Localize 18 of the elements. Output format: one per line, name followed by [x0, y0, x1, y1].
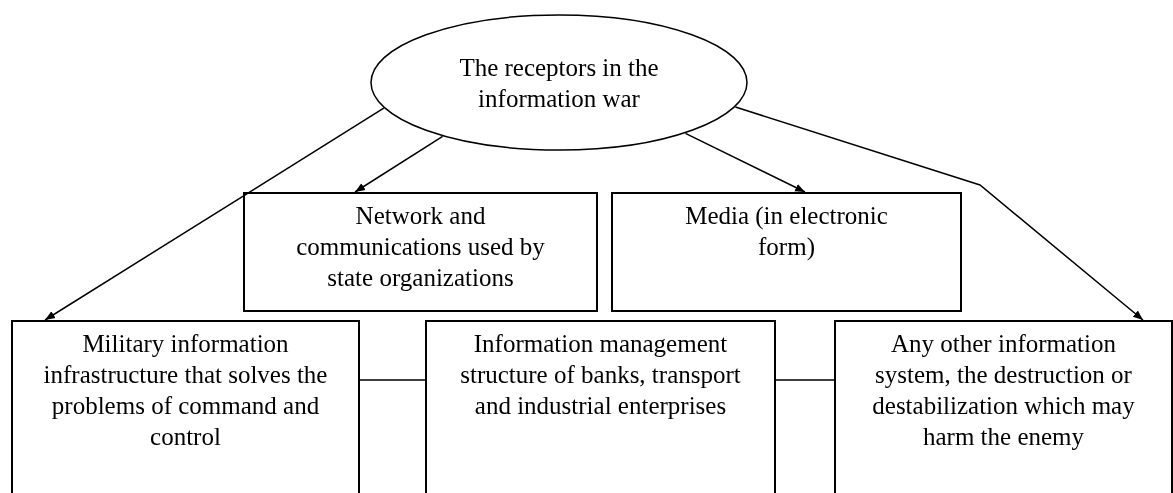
node-text: Information management structure of banks, transport and industrial enterprises	[459, 329, 742, 421]
arrow	[44, 107, 385, 321]
arrow	[734, 106, 1144, 321]
text-box	[834, 320, 1173, 493]
node-text: Network and communications used by state organizations	[295, 201, 546, 293]
text-box	[611, 192, 962, 312]
text-box	[243, 192, 598, 312]
node-text: Media (in electronic form)	[684, 201, 889, 262]
arrow	[684, 132, 806, 193]
connector-line	[775, 379, 835, 381]
text-box	[425, 320, 776, 493]
node-text: The receptors in the information war	[458, 52, 660, 114]
text-box	[11, 320, 360, 493]
node-text: Military information infrastructure that solves the problems of command and control	[42, 329, 329, 452]
connector-line	[359, 379, 426, 381]
arrow	[354, 135, 444, 193]
node-text: Any other information system, the destruction or destabilization which may harm the enemy	[871, 329, 1136, 452]
ellipse-node	[370, 14, 748, 151]
